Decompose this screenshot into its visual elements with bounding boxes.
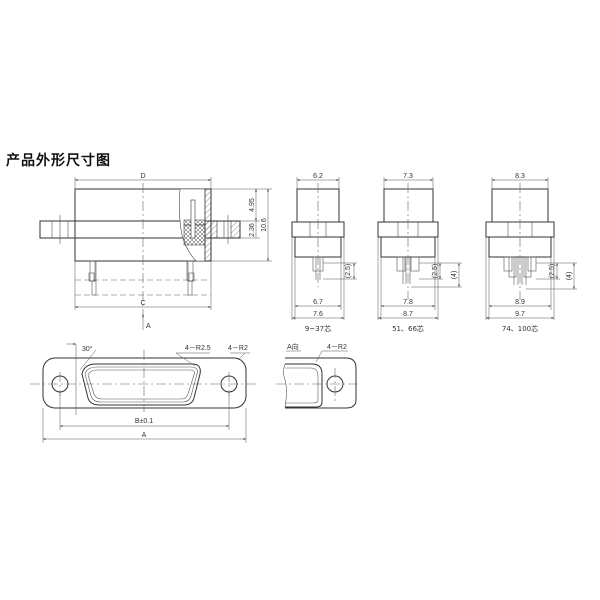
end-view-74-100: 8.3 (2.5) (4) 8.9 9.7 74、100芯 [485,173,577,333]
svg-text:(2.5): (2.5) [432,264,439,278]
svg-text:8.7: 8.7 [403,311,413,318]
dim-a: A [142,432,147,439]
side-view: D [39,173,272,330]
svg-text:6.7: 6.7 [313,299,323,306]
angle-label: 30° [82,345,93,353]
svg-text:(2.5): (2.5) [549,264,556,278]
detail-radius-label: 4－R2 [327,344,347,351]
radius-outer-label: 4－R2 [228,345,248,352]
svg-text:(2.5): (2.5) [345,264,352,278]
view-arrow-a: A [146,323,151,330]
svg-text:7.8: 7.8 [403,299,413,306]
page-title: 产品外形尺寸图 [6,153,111,169]
dim-10-6: 10.6 [261,218,268,232]
dim-c: C [140,300,145,307]
svg-text:(4): (4) [451,271,458,280]
caption-51-66: 51、66芯 [392,324,424,333]
dim-b: B±0.1 [135,418,153,425]
svg-text:7.3: 7.3 [403,173,413,180]
radius-inner-label: 4－R2.5 [185,345,211,352]
caption-74-100: 74、100芯 [502,324,538,333]
pins-left [88,260,97,296]
caption-9-37: 9~37芯 [305,324,331,333]
dim-d: D [140,173,145,180]
svg-text:7.6: 7.6 [313,311,323,318]
detail-view-a: A向 4－R2 [276,342,360,409]
end-view-51-66: 7.3 (2.5) (4) 7.8 8.7 51、66芯 [377,173,462,333]
detail-label: A向 [287,342,299,351]
svg-text:6.2: 6.2 [313,173,323,180]
pins-right [186,260,195,296]
dim-4-95: 4.95 [249,198,256,212]
svg-text:8.9: 8.9 [515,299,525,306]
dim-2-36: 2.36 [249,223,256,237]
front-view: 30° 4－R2.5 4－R2 B±0.1 A [30,343,258,443]
end-view-9-37: 6.2 (2.5) 6.7 7.6 9~37芯 [291,173,357,333]
svg-text:8.3: 8.3 [515,173,525,180]
svg-text:(4): (4) [566,272,573,281]
svg-text:9.7: 9.7 [515,311,525,318]
